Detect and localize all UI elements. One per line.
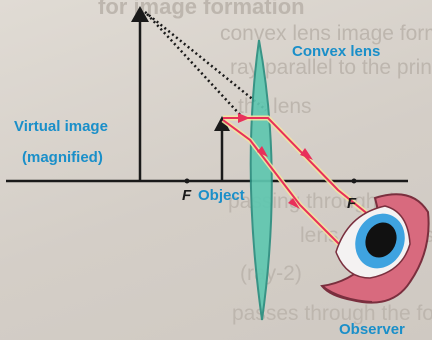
virtual-image-arrowhead	[131, 6, 149, 22]
background-text-line: ray parallel to the principal axis	[230, 56, 432, 79]
virtual-image-sub-label: (magnified)	[22, 149, 103, 166]
virtual-image-label: Virtual image	[14, 118, 108, 135]
convex-lens	[249, 39, 273, 321]
focus-right-label: F	[347, 195, 357, 212]
ray-2-arrowhead-2	[288, 198, 300, 209]
dotted-extension-line-1	[144, 11, 267, 111]
convex-lens-label: Convex lens	[292, 43, 380, 60]
observer-label: Observer	[339, 321, 405, 338]
object-label: Object	[198, 187, 245, 204]
object-arrowhead	[214, 116, 230, 131]
background-text-line: passing through the	[228, 190, 413, 213]
focus-right-point	[351, 178, 357, 184]
dotted-extension-line-2	[146, 13, 244, 119]
focus-left-point	[184, 178, 190, 184]
observer-eye-icon	[320, 193, 430, 304]
focus-left-label: F	[182, 187, 192, 204]
ray-2-arrowhead	[257, 146, 268, 157]
ray-2	[222, 119, 346, 251]
background-text-line: passes through the focus	[232, 302, 432, 325]
ray-1-arrowhead-2	[300, 148, 313, 160]
background-text-line: convex lens image formation	[220, 22, 432, 45]
ray-1-arrowhead	[238, 113, 250, 123]
